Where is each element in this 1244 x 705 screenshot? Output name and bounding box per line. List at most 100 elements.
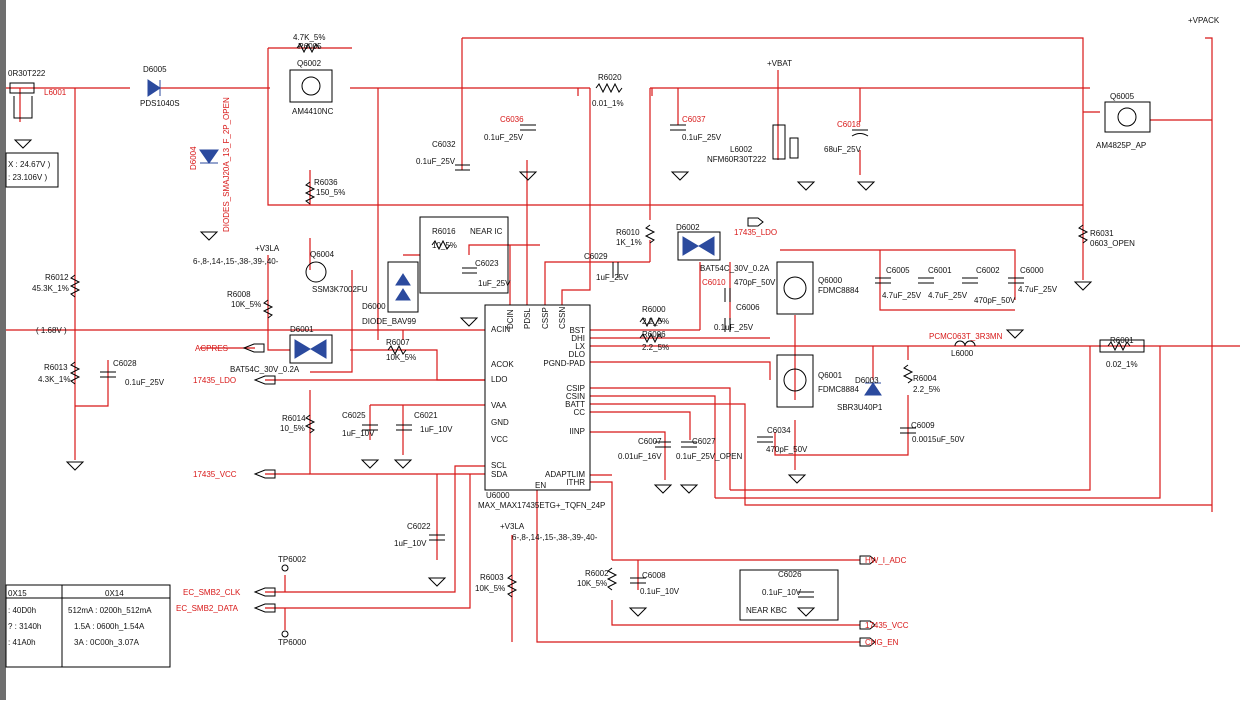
c6018-ref: C6018 <box>837 120 861 129</box>
q6000-ref: Q6000 <box>818 276 843 285</box>
r6007-val: 10K_5% <box>386 353 416 362</box>
offpage-connectors <box>242 217 876 647</box>
c6002-symbol <box>962 277 978 284</box>
c6002-ref: C6002 <box>976 266 1000 275</box>
c6028-val: 0.1uF_25V <box>125 378 165 387</box>
c6036-symbol <box>520 124 536 131</box>
ic-en-pin: EN <box>535 481 546 490</box>
l6000-ref: L6000 <box>951 349 974 358</box>
dlo-wire <box>590 361 771 380</box>
c6009-val: 0.0015uF_50V <box>912 435 965 444</box>
c6008-val: 0.1uF_10V <box>640 587 680 596</box>
cssn-wire <box>561 88 651 305</box>
ground-icon <box>459 317 479 327</box>
c6034-symbol <box>757 436 773 443</box>
d6001-part: BAT54C_30V_0.2A <box>230 365 300 374</box>
c6036-val: 0.1uF_25V <box>484 133 524 142</box>
c6027-val: 0.1uF_25V_OPEN <box>676 452 742 461</box>
ic-right-pin: CC <box>573 408 585 417</box>
r6020-val: 0.01_1% <box>592 99 624 108</box>
q6001-ref: Q6001 <box>818 371 843 380</box>
d6002-part: BAT54C_30V_0.2A <box>700 264 770 273</box>
l6001-symbol <box>9 82 35 94</box>
c6001-ref: C6001 <box>928 266 952 275</box>
cssp-wire <box>544 261 650 305</box>
d6004-part: DIODES_SMAJ20A_13_F_2P_OPEN <box>222 97 231 232</box>
hw-adc-connector <box>859 555 876 565</box>
table-grid <box>6 585 170 667</box>
q6004-part: SSM3K7002FU <box>312 285 368 294</box>
ic-right-pin: BATT <box>565 400 585 409</box>
c6023-val: 1uF_25V <box>478 279 511 288</box>
v3la-net-2: +V3LA <box>500 522 525 531</box>
r6020-symbol <box>595 82 623 94</box>
r6012-ref: R6012 <box>45 273 69 282</box>
r6006-ref: R6006 <box>642 330 666 339</box>
d6000-part: DIODE_BAV99 <box>362 317 417 326</box>
ic-left-pin: ACOK <box>491 360 514 369</box>
r6016-val: 10_5% <box>432 241 457 250</box>
ground-icon <box>679 484 699 494</box>
l6001-part: 0R30T222 <box>8 69 46 78</box>
r6006-val: 2.2_5% <box>642 343 669 352</box>
c6027-symbol <box>681 441 697 448</box>
c6010-symbol <box>724 288 731 302</box>
data-net: EC_SMB2_DATA <box>176 604 239 613</box>
c6001-val: 4.7uF_25V <box>928 291 968 300</box>
ic-right-pin: BST <box>569 326 585 335</box>
q6004-ref: Q6004 <box>310 250 335 259</box>
l6002-pins <box>789 137 799 159</box>
ground-icon <box>199 231 219 241</box>
vcc-feed-wire <box>309 390 485 475</box>
tp6000-label: TP6000 <box>278 638 307 647</box>
r6001-box <box>1099 339 1145 353</box>
component-symbols <box>5 42 1151 668</box>
ground-icon <box>1005 329 1025 339</box>
ic-right-pin: ADAPTLIM <box>545 470 585 479</box>
table-right-cell: 512mA : 0200h_512mA <box>68 606 152 615</box>
r6012-symbol <box>69 274 81 298</box>
c6018-val: 68uF_25V <box>824 145 862 154</box>
ground-icon <box>1073 281 1093 291</box>
c6006-symbol <box>724 318 731 332</box>
r6008-val: 10K_5% <box>231 300 261 309</box>
bst-dhi-lx-wire <box>590 329 1240 347</box>
en-wire <box>536 490 860 643</box>
r6013-val: 4.3K_1% <box>38 375 70 384</box>
table-header-left: 0X15 <box>8 589 27 598</box>
d6000-wire <box>402 254 420 340</box>
r6016-ref: R6016 <box>432 227 456 236</box>
ldo-top-connector <box>747 217 764 227</box>
ground-icon <box>796 607 816 617</box>
l6000-symbol <box>954 340 976 347</box>
l6001-ref: L6001 <box>44 88 67 97</box>
q6004-symbol <box>305 261 327 283</box>
ic-left-pin: SCL <box>491 461 507 470</box>
r6036-symbol <box>304 181 316 205</box>
table-left-cell: : 41A0h <box>8 638 36 647</box>
r6001-ref: R6001 <box>1110 336 1134 345</box>
d6003-part: SBR3U40P1 <box>837 403 883 412</box>
wires <box>6 37 1240 643</box>
r6003-symbol <box>506 574 518 598</box>
acpres-net: ACPRES <box>195 344 228 353</box>
r6004-ref: R6004 <box>913 374 937 383</box>
table-right-cell: 3A : 0C00h_3.07A <box>74 638 140 647</box>
r6006-symbol <box>639 332 663 344</box>
ic-left-pin: LDO <box>491 375 507 384</box>
d6003-ref: D6003 <box>855 376 879 385</box>
ic-left-pin: VAA <box>491 401 507 410</box>
q6005-part: AM4825P_AP <box>1096 141 1146 150</box>
chg-en-net: CHG_EN <box>865 638 899 647</box>
q6005-wire <box>1083 111 1212 121</box>
c6036-ref: C6036 <box>500 115 524 124</box>
c6007-symbol <box>655 441 671 448</box>
r6036-ref: R6036 <box>314 178 338 187</box>
q6000-symbol <box>783 276 807 300</box>
c6010-val: 470pF_50V <box>734 278 776 287</box>
ldo-left-net: 17435_LDO <box>193 376 236 385</box>
ic-part: MAX_MAX17435ETG+_TQFN_24P <box>478 501 605 510</box>
r6014-ref: R6014 <box>282 414 306 423</box>
